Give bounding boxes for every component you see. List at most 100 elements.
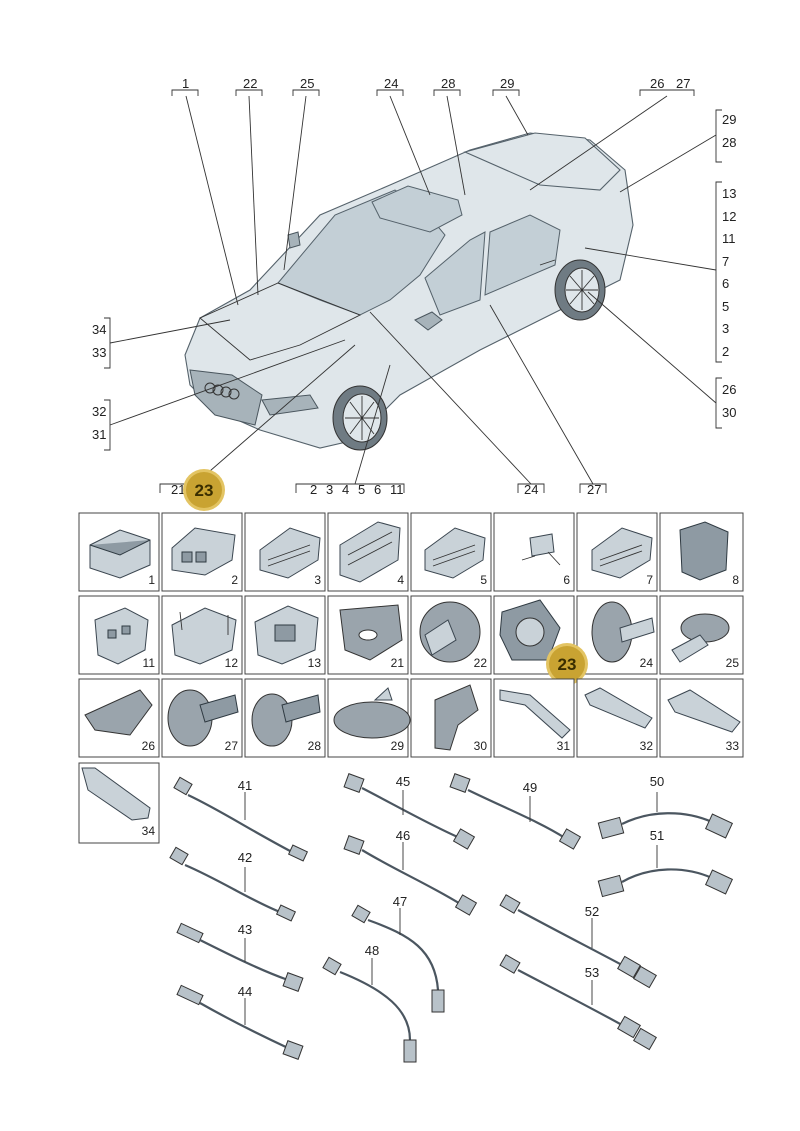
- grid-cell-11[interactable]: 11: [78, 595, 160, 675]
- svg-text:2: 2: [231, 573, 238, 587]
- grid-cell-29[interactable]: 29: [327, 678, 411, 758]
- callout-13-right: 13: [722, 186, 736, 201]
- grid-cell-7[interactable]: 7: [576, 512, 658, 592]
- cable-45[interactable]: 45: [343, 773, 476, 850]
- grid-cell-4[interactable]: 4: [327, 512, 409, 592]
- cable-48[interactable]: 48: [322, 943, 417, 1063]
- grid-cell-30[interactable]: 30: [410, 678, 492, 758]
- car-callouts-left: 34 33 32 31: [92, 317, 346, 451]
- callout-32-left: 32: [92, 404, 106, 419]
- grid-cell-3[interactable]: 3: [244, 512, 326, 592]
- callout-29: 29: [500, 76, 514, 91]
- callout-29-right: 29: [722, 112, 736, 127]
- cable-49[interactable]: 49: [449, 773, 582, 850]
- highlight-badge-car[interactable]: 23: [183, 469, 225, 511]
- callout-11-bottom: 11: [390, 482, 404, 497]
- callout-6-right: 6: [722, 276, 729, 291]
- grid-cell-8[interactable]: 8: [659, 512, 744, 592]
- highlight-badge-grid[interactable]: 23: [546, 643, 588, 685]
- cable-47[interactable]: 47: [351, 894, 445, 1013]
- svg-text:30: 30: [474, 739, 488, 753]
- svg-text:29: 29: [391, 739, 405, 753]
- callout-24-bottom: 24: [524, 482, 538, 497]
- cable-41[interactable]: 41: [173, 776, 309, 862]
- svg-text:25: 25: [726, 656, 740, 670]
- callout-28-right: 28: [722, 135, 736, 150]
- svg-text:23: 23: [558, 655, 577, 674]
- svg-text:13: 13: [308, 656, 322, 670]
- svg-text:7: 7: [646, 573, 653, 587]
- grid-cell-28[interactable]: 28: [244, 678, 326, 758]
- grid-cell-32[interactable]: 32: [576, 678, 658, 758]
- car-callouts-top: 1 22 25 24 28 29 26 27: [171, 76, 695, 306]
- svg-text:43: 43: [238, 922, 252, 937]
- svg-text:24: 24: [640, 656, 654, 670]
- callout-28: 28: [441, 76, 455, 91]
- grid-cell-22[interactable]: 22: [410, 595, 492, 675]
- callout-27-bottom: 27: [587, 482, 601, 497]
- grid-cell-24[interactable]: 24: [576, 595, 658, 675]
- grid-cell-23[interactable]: [493, 595, 575, 675]
- cable-53[interactable]: 53: [499, 954, 657, 1051]
- parts-grid: 1 2 3 4 5: [78, 512, 744, 844]
- brand-emblem-icon: [204, 382, 240, 400]
- grid-cell-6[interactable]: 6: [493, 512, 575, 592]
- svg-text:26: 26: [142, 739, 156, 753]
- grid-cell-26[interactable]: 26: [78, 678, 160, 758]
- svg-text:3: 3: [314, 573, 321, 587]
- callout-21-bottom: 21: [171, 482, 185, 497]
- cable-51[interactable]: 51: [597, 828, 734, 898]
- callout-31-left: 31: [92, 427, 106, 442]
- svg-text:34: 34: [142, 824, 156, 838]
- grid-cell-21[interactable]: 21: [327, 595, 409, 675]
- svg-text:32: 32: [640, 739, 654, 753]
- callout-4-bottom: 4: [342, 482, 349, 497]
- cable-43[interactable]: 43: [176, 922, 304, 992]
- svg-text:45: 45: [396, 774, 410, 789]
- grid-cell-1[interactable]: 1: [78, 512, 160, 592]
- svg-text:12: 12: [225, 656, 239, 670]
- callout-27: 27: [676, 76, 690, 91]
- callout-26-right: 26: [722, 382, 736, 397]
- svg-text:44: 44: [238, 984, 252, 999]
- svg-text:6: 6: [563, 573, 570, 587]
- car-callouts-bottom: 21 2 3 4 5 6 11 24 27: [159, 304, 607, 497]
- callout-3-bottom: 3: [326, 482, 333, 497]
- svg-text:8: 8: [732, 573, 739, 587]
- grid-cell-31[interactable]: 31: [493, 678, 575, 758]
- cable-52[interactable]: 52: [499, 894, 657, 989]
- cable-42[interactable]: 42: [169, 846, 297, 922]
- grid-cell-25[interactable]: 25: [659, 595, 744, 675]
- callout-5-right: 5: [722, 299, 729, 314]
- svg-text:48: 48: [365, 943, 379, 958]
- svg-text:23: 23: [195, 481, 214, 500]
- grid-cell-12[interactable]: 12: [161, 595, 243, 675]
- cable-50[interactable]: 50: [597, 774, 734, 840]
- grid-cell-13[interactable]: 13: [244, 595, 326, 675]
- callout-12-right: 12: [722, 209, 736, 224]
- car-callouts-right: 29 28 13 12 11 7 6 5 3 2 26 30: [584, 109, 736, 429]
- svg-text:52: 52: [585, 904, 599, 919]
- callout-5-bottom: 5: [358, 482, 365, 497]
- svg-text:53: 53: [585, 965, 599, 980]
- grid-cell-2[interactable]: 2: [161, 512, 243, 592]
- svg-text:27: 27: [225, 739, 239, 753]
- cable-46[interactable]: 46: [343, 828, 478, 916]
- callout-24: 24: [384, 76, 398, 91]
- car-illustration: [184, 132, 634, 451]
- callout-25: 25: [300, 76, 314, 91]
- grid-cell-33[interactable]: 33: [659, 678, 744, 758]
- svg-text:28: 28: [308, 739, 322, 753]
- rear-wheel-icon: [554, 259, 606, 321]
- grid-cell-5[interactable]: 5: [410, 512, 492, 592]
- callout-7-right: 7: [722, 254, 729, 269]
- callout-2-right: 2: [722, 344, 729, 359]
- callout-1: 1: [182, 76, 189, 91]
- cable-44[interactable]: 44: [176, 984, 304, 1060]
- callout-26: 26: [650, 76, 664, 91]
- grid-cell-34[interactable]: 34: [78, 762, 160, 844]
- svg-text:31: 31: [557, 739, 571, 753]
- grid-cell-27[interactable]: 27: [161, 678, 243, 758]
- callout-6-bottom: 6: [374, 482, 381, 497]
